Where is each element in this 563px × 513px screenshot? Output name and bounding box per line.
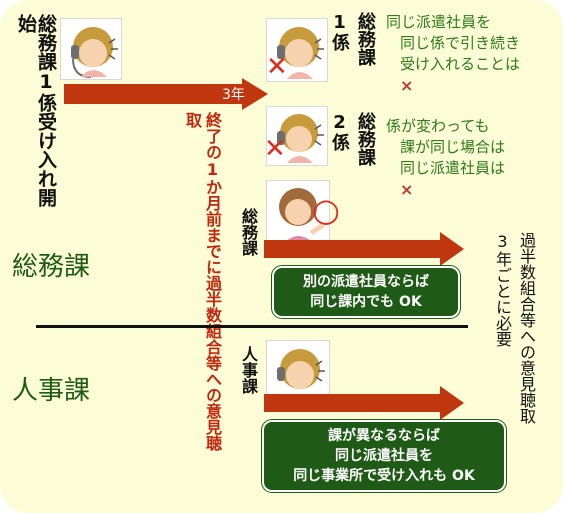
case3-ok-mark: ○ [312, 191, 340, 229]
right-note-line1: 過半数組合等への意見聴取 [517, 232, 536, 424]
case4-ok-box: 課が異なるならば 同じ派遣社員を 同じ事業所で受け入れも OK [262, 420, 506, 492]
section-label-jinji: 人事課 [12, 376, 91, 406]
case1-note: 同じ派遣社員を 同じ係で引き続き 受け入れることは × [386, 13, 521, 95]
case4-dept: 人事課 [239, 346, 258, 394]
worker-illustration-case3 [266, 180, 330, 248]
case4-arrow [264, 386, 464, 420]
case1-dept: 総務課 [355, 12, 376, 66]
section-label-soumu: 総務課 [12, 252, 91, 282]
case1-section: 1係 [329, 12, 350, 51]
case2-cross-mark: ✕ [264, 134, 286, 164]
worker-illustration-start [60, 18, 122, 80]
three-year-arrow [64, 78, 268, 110]
department-divider [36, 325, 468, 328]
three-year-label: 3年 [222, 87, 245, 103]
case2-section: 2係 [329, 112, 350, 151]
case3-ok-box: 別の派遣社員ならば 同じ課内でも OK [272, 266, 460, 318]
worker-illustration-case4 [266, 340, 330, 404]
worker-illustration-case1 [266, 18, 328, 82]
case1-cross-mark: ✕ [266, 52, 288, 82]
case2-note: 係が変わっても 課が同じ場合は 同じ派遣社員は × [386, 117, 506, 199]
right-note-line2: 3年ごとに必要 [493, 232, 512, 347]
case3-arrow [264, 232, 464, 266]
case2-dept: 総務課 [355, 112, 376, 166]
worker-illustration-case2 [266, 106, 328, 166]
start-label: 総務課1係受け入れ開始 [15, 14, 57, 207]
deadline-label: 終了の1か月前までに過半数組合等への意見聴取 [183, 112, 222, 451]
case3-dept: 総務課 [239, 208, 258, 256]
